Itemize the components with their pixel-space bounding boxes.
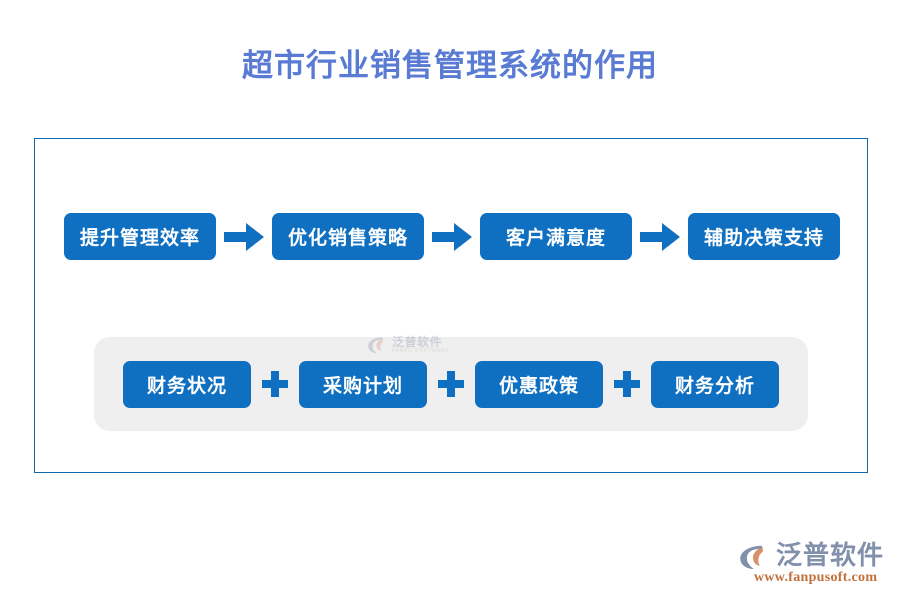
summary-band: 财务状况 采购计划 优惠政策 财务分析	[94, 337, 808, 431]
summary-item-2-label: 采购计划	[322, 375, 403, 397]
brand-url: www.fanpusoft.com	[753, 570, 878, 585]
flow-step-2[interactable]: 优化销售策略	[272, 213, 424, 260]
summary-item-3-label: 优惠政策	[498, 375, 579, 397]
summary-item-4[interactable]: 财务分析	[651, 360, 779, 408]
arrow-shaft	[640, 231, 664, 242]
diagram-panel: 提升管理效率 优化销售策略 客户满意度 辅助决策支持 财务状况	[34, 138, 868, 473]
flow-row: 提升管理效率 优化销售策略 客户满意度 辅助决策支持	[35, 213, 869, 260]
arrow-shaft	[224, 231, 248, 242]
right-arrow-icon	[640, 222, 680, 251]
flow-step-2-label: 优化销售策略	[287, 228, 408, 249]
arrow-head	[454, 222, 472, 251]
flow-step-4[interactable]: 辅助决策支持	[688, 213, 840, 260]
summary-item-2[interactable]: 采购计划	[299, 360, 427, 408]
flow-step-3-label: 客户满意度	[505, 228, 606, 249]
plus-icon	[610, 369, 644, 399]
arrow-head	[246, 222, 264, 251]
flow-step-1[interactable]: 提升管理效率	[64, 213, 216, 260]
brand-texts: 泛普软件 www.fanpusoft.com	[754, 539, 884, 586]
brand-logo: 泛普软件 www.fanpusoft.com	[736, 539, 884, 586]
plus-icon	[434, 369, 468, 399]
flow-step-4-label: 辅助决策支持	[703, 228, 824, 249]
page-title: 超市行业销售管理系统的作用	[242, 48, 658, 83]
plus-icon	[258, 369, 292, 399]
plus-bar-vertical	[271, 371, 279, 397]
plus-bar-vertical	[623, 371, 631, 397]
right-arrow-icon	[432, 222, 472, 251]
right-arrow-icon	[224, 222, 264, 251]
arrow-shaft	[432, 231, 456, 242]
brand-name: 泛普软件	[775, 539, 884, 570]
summary-item-4-label: 财务分析	[674, 375, 755, 397]
summary-item-1-label: 财务状况	[146, 375, 227, 397]
flow-step-1-label: 提升管理效率	[79, 228, 200, 249]
plus-bar-vertical	[447, 371, 455, 397]
arrow-head	[662, 222, 680, 251]
fanpu-logo-icon	[740, 545, 763, 569]
flow-step-3[interactable]: 客户满意度	[480, 213, 632, 260]
summary-item-3[interactable]: 优惠政策	[475, 360, 603, 408]
summary-item-1[interactable]: 财务状况	[123, 360, 251, 408]
